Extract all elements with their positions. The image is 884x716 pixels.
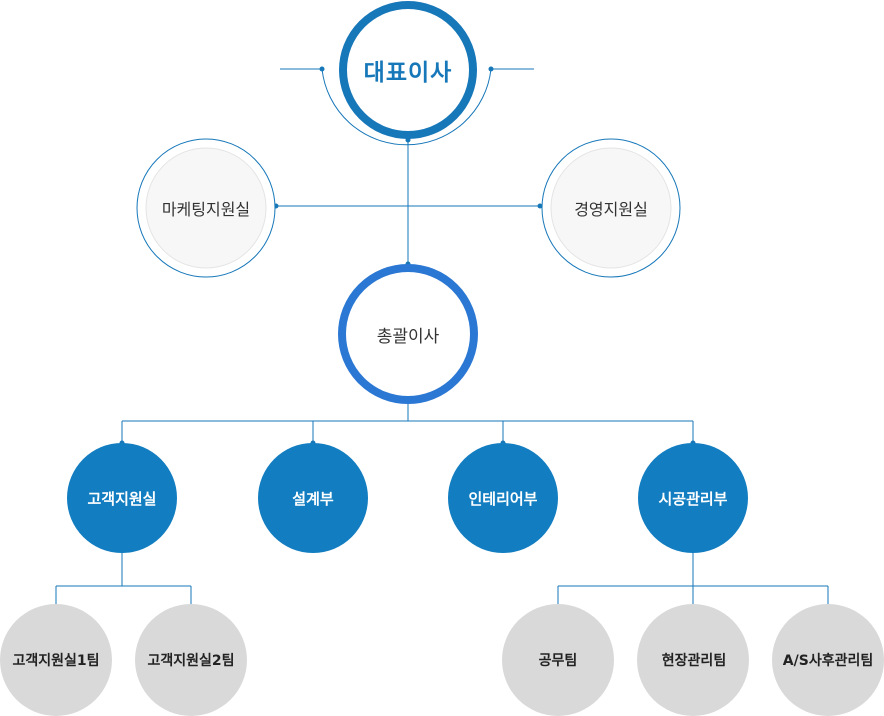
- marketing-node: [136, 138, 276, 278]
- ceo-label: 대표이사: [363, 60, 453, 86]
- dept-node-design: [258, 443, 368, 553]
- team-node-as: [772, 604, 884, 716]
- ceo-node: [339, 1, 477, 139]
- team-label-cs1: 고객지원실1팀: [12, 653, 100, 669]
- ceo-arc: [321, 68, 492, 146]
- team-label-cs2: 고객지원실2팀: [147, 653, 235, 669]
- dept-label-design: 설계부: [292, 489, 334, 508]
- dept-node-customer: [67, 443, 177, 553]
- team-node-cs1: [0, 604, 112, 716]
- dept-label-interior: 인테리어부: [468, 489, 538, 508]
- dot: [537, 203, 543, 209]
- dept-node-interior: [448, 443, 558, 553]
- dot: [488, 66, 494, 72]
- general-node: [338, 264, 478, 404]
- marketing-label: 마케팅지원실: [161, 200, 251, 219]
- dot: [319, 66, 325, 72]
- team-node-public: [502, 604, 614, 716]
- team-label-as: A/S사후관리팀: [782, 653, 874, 669]
- team-label-public: 공무팀: [538, 653, 578, 669]
- management-label: 경영지원실: [574, 200, 648, 219]
- management-node: [541, 138, 681, 278]
- dept-label-construction: 시공관리부: [658, 489, 728, 508]
- dept-label-customer: 고객지원실: [87, 489, 157, 508]
- team-node-site: [637, 604, 749, 716]
- general-label: 총괄이사: [376, 326, 440, 347]
- team-node-cs2: [135, 604, 247, 716]
- team-label-site: 현장관리팀: [661, 653, 727, 669]
- dept-node-construction: [638, 443, 748, 553]
